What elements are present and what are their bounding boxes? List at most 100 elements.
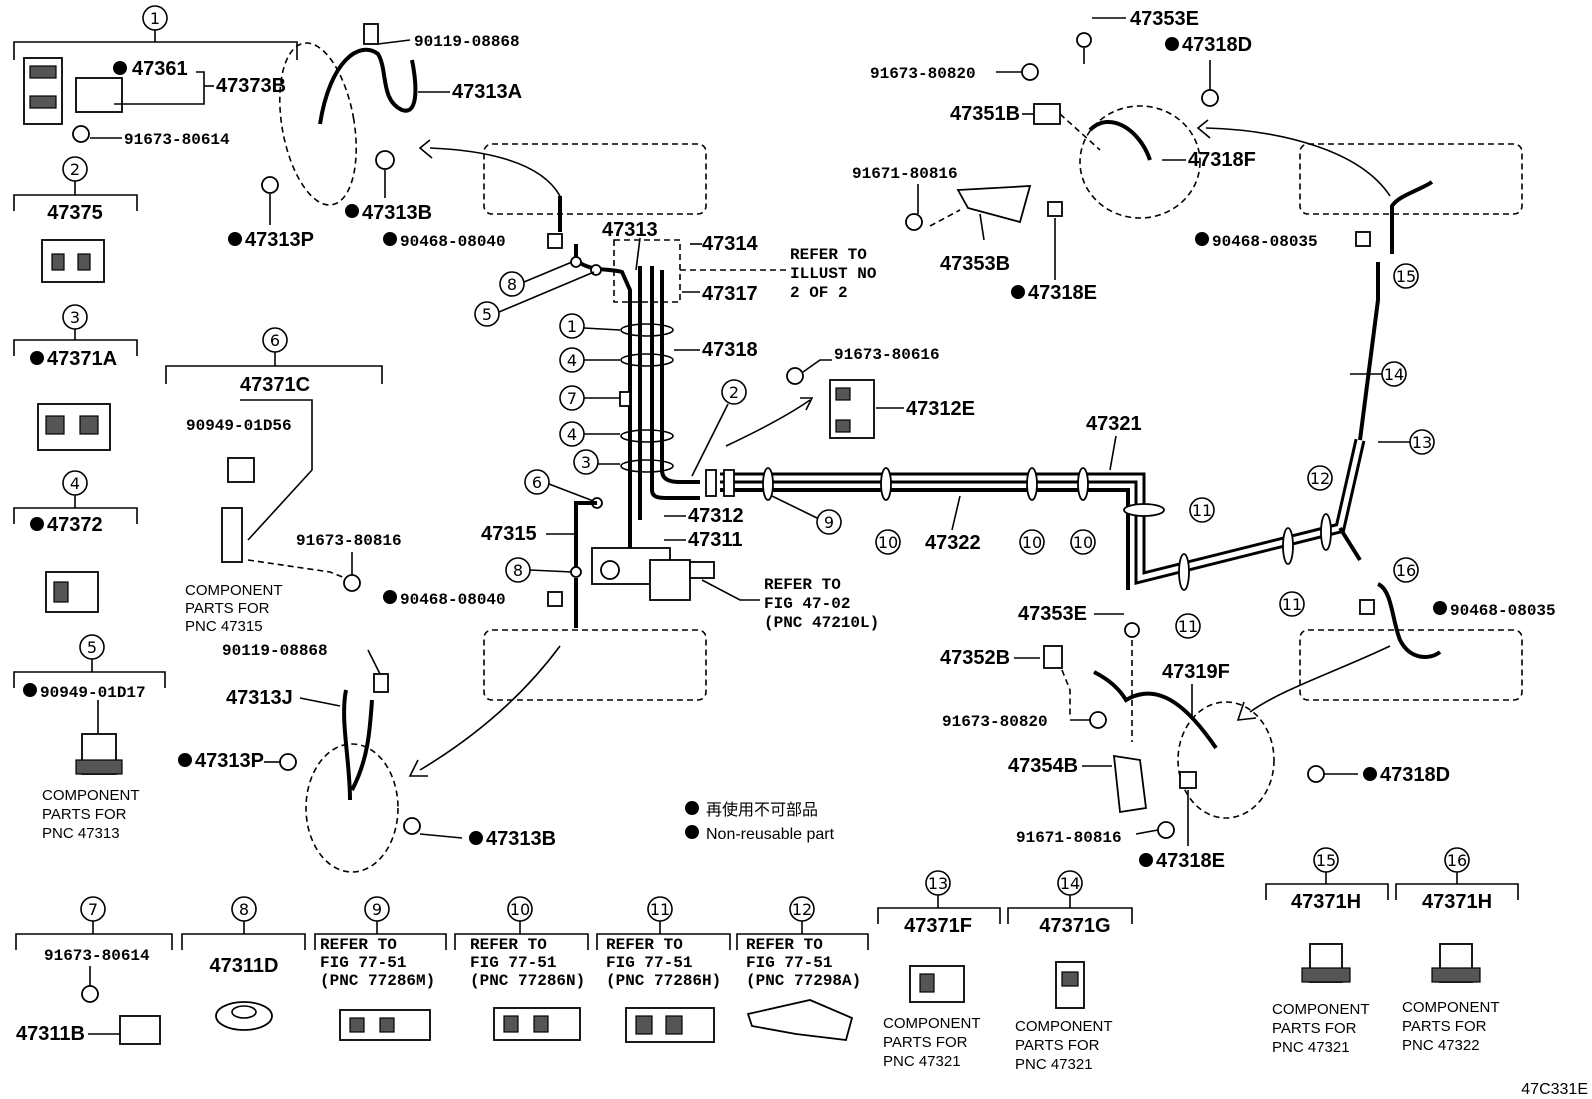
callout-13a: 13 bbox=[1412, 433, 1432, 452]
g12-line2: FIG 77-51 bbox=[746, 954, 832, 972]
callout-10a: 10 bbox=[878, 533, 898, 552]
callout-11a: 11 bbox=[1192, 501, 1212, 520]
label-47318D-front: 47318D bbox=[1182, 34, 1252, 56]
legend-non-reusable-en: Non-reusable part bbox=[706, 826, 835, 843]
clamp-rings bbox=[619, 323, 674, 473]
bolt-shape bbox=[72, 125, 90, 143]
callout-4a: 4 bbox=[567, 351, 577, 370]
group-1: 1 47361 47373B 91673-80614 bbox=[13, 5, 298, 149]
component-6-line1: COMPONENT bbox=[185, 582, 283, 599]
label-90468-08040-bottom: 90468-08040 bbox=[400, 591, 506, 609]
vehicle-outline-rear-left bbox=[483, 629, 707, 701]
label-91671-80816-front: 91671-80816 bbox=[852, 165, 958, 183]
refer-fig-line2: FIG 47-02 bbox=[764, 595, 850, 613]
label-91673-80820-rear: 91673-80820 bbox=[942, 713, 1048, 731]
label-47318: 47318 bbox=[702, 339, 758, 361]
callout-7: 7 bbox=[88, 900, 98, 919]
group-8: 8 47311D bbox=[181, 896, 306, 1031]
callout-4b: 4 bbox=[567, 425, 577, 444]
group-9: 9 REFER TO FIG 77-51 (PNC 77286M) bbox=[314, 896, 447, 1041]
g14-comp-line3: PNC 47321 bbox=[1015, 1056, 1093, 1073]
label-47313P-front: 47313P bbox=[245, 229, 314, 251]
legend: 再使用不可部品 Non-reusable part bbox=[685, 801, 835, 843]
group-13: 13 47371F COMPONENT PARTS FOR PNC 47321 bbox=[877, 870, 1001, 1070]
abs-actuator-47311 bbox=[591, 547, 715, 601]
callout-4: 4 bbox=[70, 474, 80, 493]
callout-9: 9 bbox=[372, 900, 382, 919]
g14-comp-line1: COMPONENT bbox=[1015, 1018, 1113, 1035]
label-47318E-front: 47318E bbox=[1028, 282, 1097, 304]
diagram-id: 47C331E bbox=[1521, 1081, 1588, 1098]
callout-16a: 16 bbox=[1396, 561, 1416, 580]
label-47353E-front: 47353E bbox=[1130, 8, 1199, 30]
vehicle-outline-front-right bbox=[1299, 143, 1523, 215]
group-4: 4 47372 bbox=[13, 470, 138, 613]
label-47312: 47312 bbox=[688, 505, 744, 527]
vehicle-outline-front-left bbox=[483, 143, 707, 215]
callout-3a: 3 bbox=[581, 453, 591, 472]
g16-comp-line1: COMPONENT bbox=[1402, 999, 1500, 1016]
pipe-47321 bbox=[720, 438, 1366, 586]
pipe-labels: 47321 47322 9 10 10 10 11 11 11 12 13 14… bbox=[771, 263, 1435, 639]
label-47321: 47321 bbox=[1086, 413, 1142, 435]
callout-2a: 2 bbox=[729, 383, 739, 402]
label-47319F: 47319F bbox=[1162, 661, 1230, 683]
callout-8b: 8 bbox=[513, 561, 523, 580]
clamp-47375-shape bbox=[41, 239, 105, 283]
callout-11b: 11 bbox=[1178, 617, 1198, 636]
refer-illust-line3: 2 OF 2 bbox=[790, 284, 848, 302]
group-5: 5 90949-01D17 COMPONENT PARTS FOR PNC 47… bbox=[13, 634, 166, 842]
legend-non-reusable-jp: 再使用不可部品 bbox=[706, 801, 818, 819]
label-90949-01D56: 90949-01D56 bbox=[186, 417, 292, 435]
label-91673-80614: 91673-80614 bbox=[124, 131, 230, 149]
group-3: 3 47371A bbox=[13, 304, 138, 451]
grommet-47311D-shape bbox=[215, 1001, 273, 1031]
refer-fig-line1: REFER TO bbox=[764, 576, 841, 594]
g15-comp-line2: PARTS FOR bbox=[1272, 1020, 1357, 1037]
callout-5a: 5 bbox=[482, 305, 492, 324]
g10-line3: (PNC 77286N) bbox=[470, 972, 585, 990]
callout-11c: 11 bbox=[1282, 595, 1302, 614]
component-5-line3: PNC 47313 bbox=[42, 825, 120, 842]
label-90468-08035-top: 90468-08035 bbox=[1212, 233, 1318, 251]
label-47313B-rear: 47313B bbox=[486, 828, 556, 850]
rear-left-assembly: 90119-08868 47313J 47313P 47313B bbox=[178, 629, 707, 873]
g13-comp-line3: PNC 47321 bbox=[883, 1053, 961, 1070]
callout-12a: 12 bbox=[1310, 469, 1330, 488]
label-47311B: 47311B bbox=[16, 1023, 85, 1045]
g15-comp-line1: COMPONENT bbox=[1272, 1001, 1370, 1018]
callout-15a: 15 bbox=[1396, 267, 1416, 286]
label-90119-08868-front: 90119-08868 bbox=[414, 33, 520, 51]
label-47318E-rear: 47318E bbox=[1156, 850, 1225, 872]
g12-line1: REFER TO bbox=[746, 936, 823, 954]
label-47313P-rear: 47313P bbox=[195, 750, 264, 772]
g16-comp-line3: PNC 47322 bbox=[1402, 1037, 1480, 1054]
callout-1: 1 bbox=[150, 9, 160, 28]
callout-16: 16 bbox=[1447, 851, 1467, 870]
label-47315: 47315 bbox=[481, 523, 537, 545]
group-14: 14 47371G COMPONENT PARTS FOR PNC 47321 bbox=[1007, 870, 1133, 1073]
non-reusable-dot bbox=[113, 61, 127, 75]
callout-13: 13 bbox=[928, 874, 948, 893]
callout-15: 15 bbox=[1316, 851, 1336, 870]
group-7: 7 91673-80614 47311B bbox=[15, 896, 173, 1045]
flexible-hose-47319F bbox=[1093, 670, 1218, 750]
component-5-line1: COMPONENT bbox=[42, 787, 140, 804]
label-47372: 47372 bbox=[47, 514, 103, 536]
brake-line-47313 bbox=[574, 258, 632, 560]
label-47314: 47314 bbox=[702, 233, 758, 255]
flexible-hose-47318F bbox=[1088, 119, 1152, 161]
label-47371A: 47371A bbox=[47, 348, 117, 370]
group-15: 15 47371H COMPONENT PARTS FOR PNC 47321 bbox=[1265, 847, 1389, 1056]
callout-14: 14 bbox=[1060, 874, 1080, 893]
label-90949-01D17: 90949-01D17 bbox=[40, 684, 146, 702]
callout-3: 3 bbox=[70, 308, 80, 327]
group-2: 2 47375 bbox=[13, 156, 138, 283]
label-47351B: 47351B bbox=[950, 103, 1020, 125]
clip-90949-01D56-shape bbox=[227, 457, 255, 483]
label-47361: 47361 bbox=[132, 58, 188, 80]
rear-right-assembly: 47353E 47319F 47352B 91673-80820 47354B … bbox=[940, 582, 1556, 872]
callout-8a: 8 bbox=[507, 275, 517, 294]
flexible-hose-47313A bbox=[318, 47, 418, 125]
label-47318F: 47318F bbox=[1188, 149, 1256, 171]
